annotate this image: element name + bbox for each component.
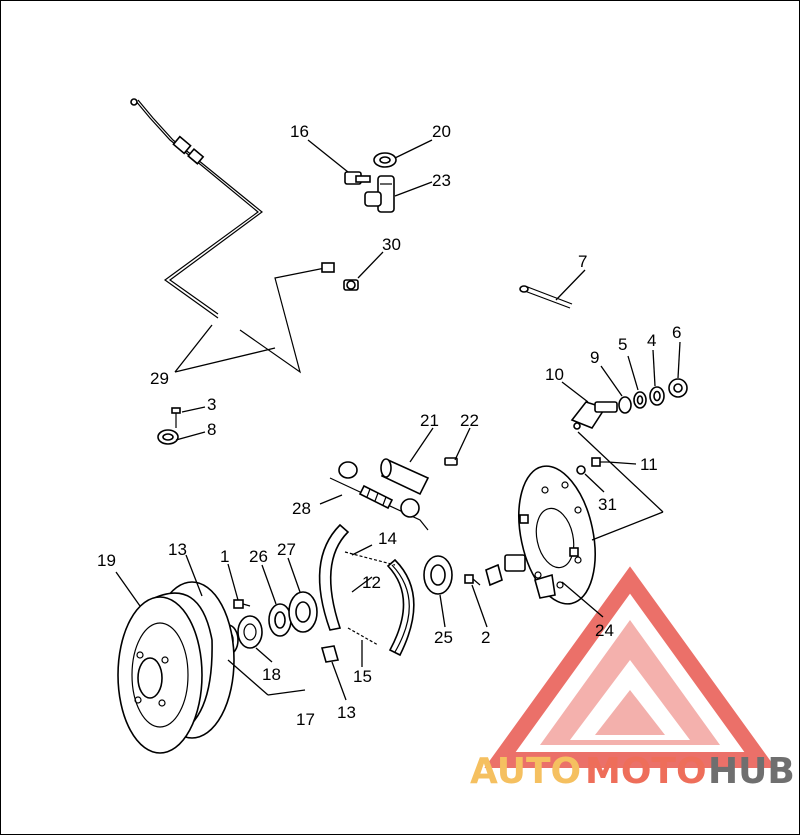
label-2: 2 bbox=[481, 628, 490, 647]
part-8-clamp bbox=[157, 429, 179, 445]
label-1: 1 bbox=[220, 547, 229, 566]
label-20: 20 bbox=[432, 122, 451, 141]
callout-labels: 16 20 23 30 7 29 10 9 5 4 6 3 8 21 22 11… bbox=[97, 122, 681, 729]
part-3-bolt bbox=[171, 407, 181, 428]
label-21: 21 bbox=[420, 411, 439, 430]
part-14-spring bbox=[344, 551, 396, 566]
label-8: 8 bbox=[207, 420, 216, 439]
label-22: 22 bbox=[460, 411, 479, 430]
watermark-logo-text: AUTO MOTO HUB bbox=[470, 751, 795, 792]
part-10-adjuster bbox=[570, 401, 618, 430]
part-31-washer bbox=[576, 465, 586, 475]
label-7: 7 bbox=[578, 252, 587, 271]
part-20-nut bbox=[373, 152, 397, 168]
label-4: 4 bbox=[647, 331, 656, 350]
watermark-logo-triangle bbox=[484, 566, 776, 768]
watermark-auto: AUTO bbox=[470, 751, 581, 792]
watermark-hub: HUB bbox=[708, 751, 795, 792]
part-brake-shoe-left bbox=[318, 523, 350, 631]
label-15: 15 bbox=[353, 667, 372, 686]
part-26-bearing bbox=[268, 603, 292, 637]
part-23-tee-fitting bbox=[364, 175, 395, 213]
label-24: 24 bbox=[595, 621, 614, 640]
part-9-washer bbox=[618, 396, 632, 414]
part-21-wheel-cylinder bbox=[380, 458, 430, 496]
label-30: 30 bbox=[382, 235, 401, 254]
label-11: 11 bbox=[640, 455, 658, 474]
label-13-upper: 13 bbox=[168, 540, 187, 559]
label-31: 31 bbox=[598, 495, 617, 514]
label-27: 27 bbox=[277, 540, 296, 559]
label-17: 17 bbox=[296, 710, 315, 729]
part-16-bleed-screw bbox=[344, 171, 371, 185]
part-7-cotter-pin bbox=[519, 285, 573, 309]
part-27-bearing bbox=[288, 591, 318, 633]
watermark-moto: MOTO bbox=[585, 751, 707, 792]
label-28: 28 bbox=[292, 499, 311, 518]
part-25-hub-nut bbox=[423, 555, 453, 595]
label-19: 19 bbox=[97, 551, 116, 570]
label-16: 16 bbox=[290, 122, 309, 141]
part-13-clip-lower bbox=[320, 645, 340, 663]
label-13-lower: 13 bbox=[337, 703, 356, 722]
label-10: 10 bbox=[545, 365, 564, 384]
part-24-backing-plate bbox=[518, 465, 596, 605]
part-4-washer bbox=[649, 386, 665, 406]
label-14: 14 bbox=[378, 529, 397, 548]
part-11-bolt bbox=[591, 457, 608, 467]
part-19-brake-drum bbox=[117, 581, 235, 754]
part-2-screw bbox=[464, 574, 481, 586]
brake-line-29 bbox=[130, 98, 335, 374]
label-26: 26 bbox=[249, 547, 268, 566]
part-6-nut bbox=[668, 378, 688, 398]
part-1-bolt bbox=[233, 599, 251, 609]
leader-lines bbox=[115, 139, 681, 701]
part-15-spring bbox=[347, 627, 379, 646]
label-12: 12 bbox=[362, 573, 381, 592]
label-23: 23 bbox=[432, 171, 451, 190]
label-25: 25 bbox=[434, 628, 453, 647]
label-18: 18 bbox=[262, 665, 281, 684]
label-6: 6 bbox=[672, 323, 681, 342]
part-brake-shoe-right bbox=[386, 558, 415, 657]
part-5-washer bbox=[633, 391, 647, 409]
label-29: 29 bbox=[150, 369, 169, 388]
part-bracket bbox=[485, 554, 526, 587]
part-28-repair-kit bbox=[329, 461, 429, 531]
label-5: 5 bbox=[618, 335, 627, 354]
label-3: 3 bbox=[207, 395, 216, 414]
part-22-bleed-screw bbox=[444, 457, 458, 466]
label-9: 9 bbox=[590, 348, 599, 367]
part-30-plug bbox=[343, 279, 359, 291]
part-18-bearing bbox=[237, 615, 263, 649]
